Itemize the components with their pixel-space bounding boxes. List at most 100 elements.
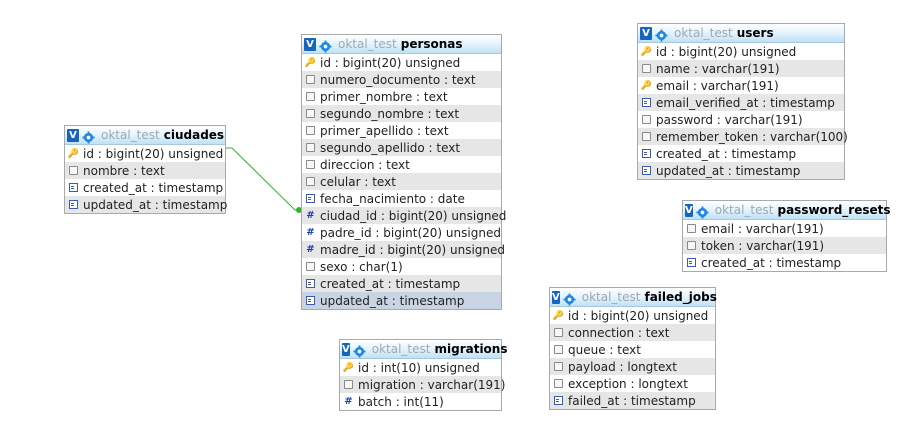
table-column-row[interactable]: numero_documento : text [302,71,501,88]
primary-key-icon: 🔑 [640,46,653,57]
table-column-row[interactable]: segundo_nombre : text [302,105,501,122]
table-column-row[interactable]: created_at : timestamp [683,254,886,271]
table-column-row[interactable]: primer_apellido : text [302,122,501,139]
date-type-icon [642,149,651,158]
text-type-icon [554,362,563,371]
table-column-row[interactable]: 🔑id : bigint(20) unsigned [65,145,225,162]
table-column-row[interactable]: password : varchar(191) [638,111,844,128]
date-type-icon [69,183,78,192]
table-name: users [736,26,774,40]
table-column-row[interactable]: payload : longtext [550,358,715,375]
gear-icon[interactable] [82,129,95,144]
table-column-row[interactable]: primer_nombre : text [302,88,501,105]
table-column-row[interactable]: 🔑id : bigint(20) unsigned [302,54,501,71]
table-column-row[interactable]: updated_at : timestamp [302,292,501,309]
table-column-row[interactable]: direccion : text [302,156,501,173]
toggle-view-icon[interactable]: V [552,290,560,304]
table-column-row[interactable]: updated_at : timestamp [638,162,844,179]
gear-icon[interactable] [696,204,709,219]
column-definition: primer_apellido : text [320,123,449,138]
table-column-row[interactable]: queue : text [550,341,715,358]
database-name: oktal_test [714,203,774,217]
database-name: oktal_test [101,128,160,142]
table-column-row[interactable]: sexo : char(1) [302,258,501,275]
numeric-type-icon: # [344,396,353,407]
text-type-icon [306,160,315,169]
text-type-icon [306,262,315,271]
date-type-icon [306,296,315,305]
table-column-row[interactable]: 🔑email : varchar(191) [638,77,844,94]
table-column-row[interactable]: name : varchar(191) [638,60,844,77]
column-definition: primer_nombre : text [320,89,448,104]
text-type-icon [642,115,651,124]
column-definition: created_at : timestamp [656,146,797,161]
table-column-row[interactable]: fecha_nacimiento : date [302,190,501,207]
database-name: oktal_test [338,37,397,51]
table-column-row[interactable]: segundo_apellido : text [302,139,501,156]
date-type-icon [306,194,315,203]
column-definition: batch : int(11) [358,394,444,409]
gear-icon[interactable] [319,38,332,53]
text-type-icon [687,241,696,250]
table-column-row[interactable]: remember_token : varchar(100) [638,128,848,145]
numeric-type-icon: # [306,244,315,255]
gear-icon[interactable] [353,343,366,358]
column-definition: created_at : timestamp [701,255,842,270]
column-definition: updated_at : timestamp [83,197,228,212]
text-type-icon [306,177,315,186]
table-column-row[interactable]: #ciudad_id : bigint(20) unsigned [302,207,506,224]
text-type-icon [306,143,315,152]
table-column-row[interactable]: email_verified_at : timestamp [638,94,844,111]
gear-icon[interactable] [655,27,668,42]
toggle-view-icon[interactable]: V [67,128,79,142]
table-column-row[interactable]: created_at : timestamp [302,275,501,292]
table-name: migrations [434,342,508,356]
table-column-row[interactable]: #madre_id : bigint(20) unsigned [302,241,505,258]
toggle-view-icon[interactable]: V [685,203,693,217]
toggle-view-icon[interactable]: V [304,37,316,51]
column-definition: nombre : text [83,163,165,178]
table-column-row[interactable]: celular : text [302,173,501,190]
table-column-row[interactable]: #padre_id : bigint(20) unsigned [302,224,501,241]
toggle-view-icon[interactable]: V [640,26,652,40]
toggle-view-icon[interactable]: V [342,342,350,356]
table-column-row[interactable]: 🔑id : bigint(20) unsigned [638,43,844,60]
table-column-row[interactable]: email : varchar(191) [683,220,886,237]
column-definition: payload : longtext [568,359,677,374]
relation-line-ciudades-personas [226,147,302,211]
table-column-row[interactable]: created_at : timestamp [638,145,844,162]
column-definition: queue : text [568,342,641,357]
table-column-row[interactable]: updated_at : timestamp [65,196,228,213]
date-type-icon [69,200,78,209]
date-type-icon [642,98,651,107]
table-column-row[interactable]: migration : varchar(191) [340,376,505,393]
column-definition: direccion : text [320,157,410,172]
table-column-row[interactable]: created_at : timestamp [65,179,225,196]
text-type-icon [554,328,563,337]
text-type-icon [642,132,651,141]
table-column-row[interactable]: # batch : int(11) [340,393,501,410]
table-column-row[interactable]: 🔑id : bigint(20) unsigned [550,307,715,324]
table-column-row[interactable]: token : varchar(191) [683,237,886,254]
column-definition: updated_at : timestamp [656,163,801,178]
table-column-row[interactable]: 🔑id : int(10) unsigned [340,359,501,376]
column-definition: fecha_nacimiento : date [320,191,465,206]
table-column-row[interactable]: connection : text [550,324,715,341]
gear-icon[interactable] [563,291,576,306]
table-column-row[interactable]: exception : longtext [550,375,715,392]
table-column-row[interactable]: nombre : text [65,162,225,179]
column-definition: padre_id : bigint(20) unsigned [320,225,501,240]
table-column-row[interactable]: failed_at : timestamp [550,392,715,409]
